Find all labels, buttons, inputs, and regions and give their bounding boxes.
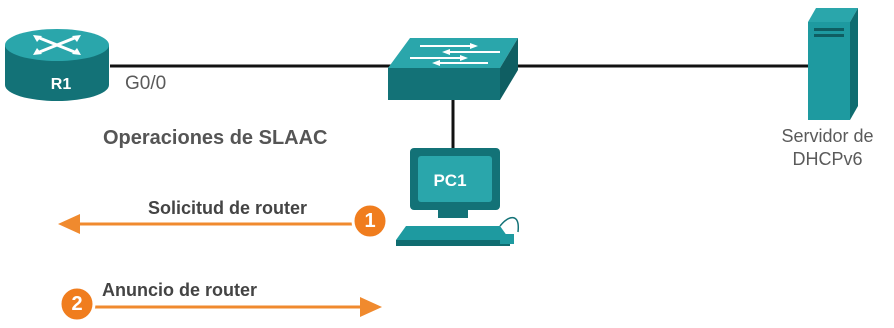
server-label-line1: Servidor de: [781, 126, 874, 146]
arrow-solicitud: [58, 214, 355, 234]
step-1-label: Solicitud de router: [148, 198, 308, 218]
step-2-label: Anuncio de router: [102, 280, 258, 300]
step-1-badge-circle: [351, 202, 389, 240]
server-label-line2: DHCPv6: [792, 149, 863, 169]
router-label: R1: [50, 76, 72, 93]
step-2-number: 2: [71, 293, 83, 315]
pc-icon: [396, 148, 519, 246]
server-label: Servidor de DHCPv6: [765, 125, 890, 171]
router-icon: [5, 29, 109, 101]
arrow-anuncio: [90, 297, 382, 317]
diagram-title: Operaciones de SLAAC: [103, 127, 328, 149]
step-1-number: 1: [364, 210, 376, 232]
switch-icon: [388, 38, 518, 100]
interface-label: G0/0: [125, 73, 167, 94]
server-icon: [808, 8, 858, 120]
step-2-badge-circle: [58, 285, 96, 323]
pc-label: PC1: [433, 171, 467, 190]
